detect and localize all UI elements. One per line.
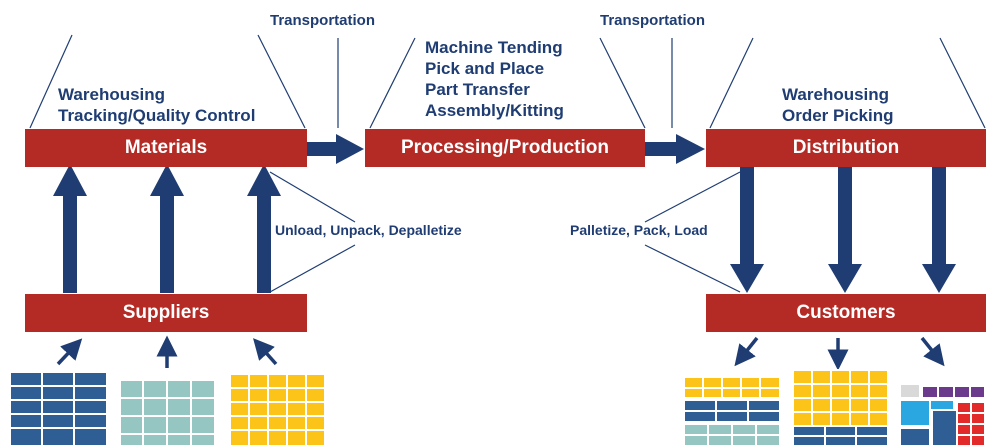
- materials-box: Materials: [25, 129, 307, 167]
- unload-unpack-depalletize-label: Unload, Unpack, Depalletize: [275, 222, 462, 238]
- small-arrows: [56, 335, 945, 371]
- distribution-task: Warehousing: [782, 85, 890, 104]
- transportation-label-right: Transportation: [600, 12, 706, 29]
- customers-box: Customers: [706, 294, 986, 332]
- palletize-pack-load-label: Palletize, Pack, Load: [570, 222, 708, 238]
- processing-task: Part Transfer: [425, 80, 530, 99]
- materials-tasks: Warehousing Tracking/Quality Control: [58, 84, 255, 126]
- processing-production-box: Processing/Production: [365, 129, 645, 167]
- processing-tasks: Machine Tending Pick and Place Part Tran…: [425, 37, 564, 121]
- processing-task: Machine Tending: [425, 38, 563, 57]
- pallet-yellow: [229, 373, 326, 446]
- pallet-mixed-3: [899, 383, 986, 446]
- pallet-teal: [119, 379, 216, 446]
- distribution-task: Order Picking: [782, 106, 894, 125]
- distribution-tasks: Warehousing Order Picking: [782, 84, 893, 126]
- distribution-box: Distribution: [706, 129, 986, 167]
- flow-arrows: [53, 134, 956, 293]
- materials-task: Warehousing: [58, 85, 166, 104]
- materials-task: Tracking/Quality Control: [58, 106, 256, 125]
- suppliers-box: Suppliers: [25, 294, 307, 332]
- transportation-label-left: Transportation: [270, 12, 376, 29]
- processing-task: Pick and Place: [425, 59, 545, 78]
- pallet-dark-blue: [9, 371, 108, 446]
- pallet-mixed-1: [683, 376, 781, 446]
- processing-task: Assembly/Kitting: [425, 101, 564, 120]
- callout-lines: [29, 34, 986, 293]
- pallet-mixed-2: [792, 369, 889, 446]
